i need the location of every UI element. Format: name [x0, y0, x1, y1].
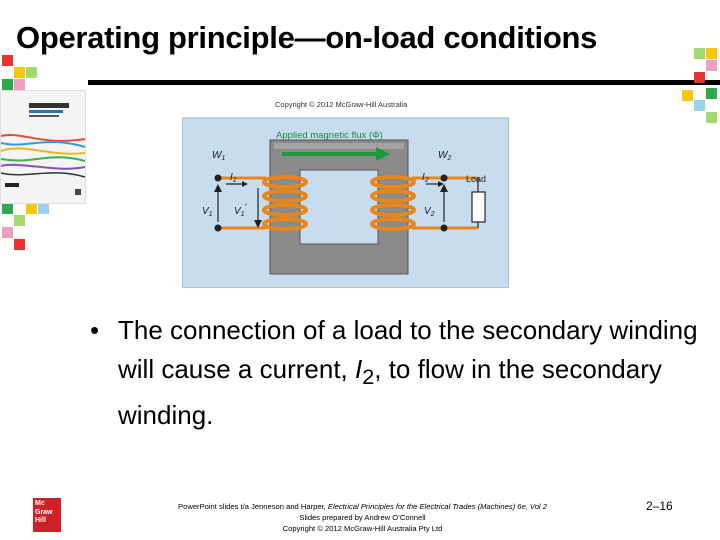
flux-arrowhead	[376, 147, 390, 161]
v1-prime-label: V1′	[234, 202, 247, 218]
bullet-text: • The connection of a load to the second…	[90, 311, 698, 435]
v1-prime-arrowhead	[254, 220, 262, 228]
flux-label: Applied magnetic flux (Φ)	[276, 130, 383, 141]
primary-terminal-top	[214, 174, 222, 182]
secondary-coil	[370, 175, 416, 231]
textbook-cover-image	[0, 90, 86, 204]
v1-arrowhead	[214, 184, 222, 192]
transformer-diagram: Applied magnetic flux (Φ) W1 W2 I1 I2 V1…	[182, 117, 509, 288]
bullet-symbol: •	[90, 315, 100, 345]
i2-arrowhead	[438, 181, 444, 187]
page-number: 2–16	[646, 499, 673, 513]
i1-label: I1	[230, 172, 237, 184]
load-resistor	[471, 191, 486, 223]
footer-line-2: Slides prepared by Andrew O’Connell	[299, 513, 426, 522]
i2-label: I2	[422, 172, 429, 184]
bullet-variable: I	[354, 354, 363, 384]
i1-arrowhead	[242, 181, 248, 187]
footer-line-1: PowerPoint slides t/a Jenneson and Harpe…	[178, 502, 547, 511]
primary-coil	[262, 175, 308, 231]
w2-label: W2	[438, 150, 451, 162]
secondary-terminal-bottom	[440, 224, 448, 232]
load-label: Load	[466, 174, 486, 184]
w1-label: W1	[212, 150, 225, 162]
figure-copyright: Copyright © 2012 McGraw-Hill Australia	[275, 100, 408, 109]
footer-credits: PowerPoint slides t/a Jenneson and Harpe…	[135, 501, 590, 534]
bullet-subscript: 2	[362, 364, 375, 390]
bullet-text-part1: The connection of a load to the secondar…	[118, 315, 698, 384]
secondary-terminal-top	[440, 174, 448, 182]
footer-line-3: Copyright © 2012 McGraw-Hill Australia P…	[282, 524, 443, 533]
slide-title: Operating principle—on-load conditions	[16, 20, 598, 55]
v2-label: V2	[424, 206, 435, 218]
mcgraw-hill-logo: Mc Graw Hill	[33, 498, 61, 532]
v1-label: V1	[202, 206, 213, 218]
title-underline	[88, 80, 720, 85]
primary-terminal-bottom	[214, 224, 222, 232]
bullet-text-part2: , to flow in the secondary winding.	[118, 354, 662, 431]
v2-arrowhead	[440, 184, 448, 192]
